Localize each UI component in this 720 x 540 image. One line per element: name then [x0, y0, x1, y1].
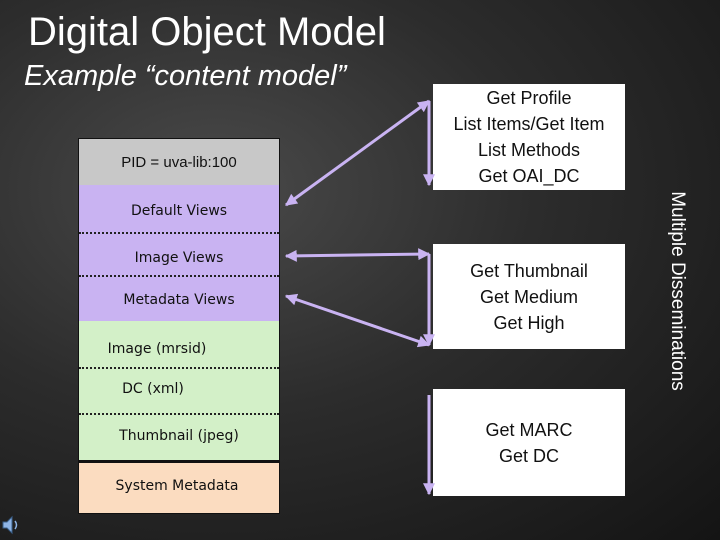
- multiple-disseminations-label: Multiple Disseminations: [667, 191, 688, 391]
- divider-line: [79, 232, 279, 234]
- system-metadata-label: System Metadata: [115, 478, 239, 494]
- divider-line: [79, 275, 279, 277]
- speaker-icon[interactable]: [0, 514, 22, 536]
- datastreams-section: [79, 321, 279, 462]
- metadata-views-label: Metadata Views: [123, 292, 235, 308]
- pid-section: [79, 139, 279, 185]
- list-methods-text: List Methods: [477, 140, 581, 160]
- digital-object-box: PID = uva-lib:100 Default Views Image Vi…: [78, 138, 280, 514]
- system-metadata-section: [79, 462, 279, 513]
- pid-label: PID = uva-lib:100: [121, 154, 237, 171]
- default-disseminations-box: Get Profile List Items/Get Item List Met…: [433, 84, 625, 190]
- dc-xml-label: DC (xml): [122, 381, 184, 397]
- views-section: [79, 185, 279, 321]
- divider-line: [79, 367, 279, 369]
- default-views-label: Default Views: [130, 203, 228, 219]
- get-high-text: Get High: [493, 312, 565, 333]
- get-medium-text: Get Medium: [479, 286, 579, 307]
- arrow-image-views: [284, 248, 431, 262]
- list-items-text: List Items/Get Item: [453, 114, 605, 134]
- metadata-disseminations-box: Get MARC Get DC: [433, 389, 625, 496]
- get-oai-dc-text: Get OAI_DC: [478, 166, 580, 186]
- image-views-label: Image Views: [134, 250, 224, 266]
- get-thumbnail-text: Get Thumbnail: [470, 260, 588, 281]
- arrow-default-views: [285, 99, 430, 207]
- get-marc-text: Get MARC: [485, 419, 573, 440]
- slide-subtitle: Example “content model”: [24, 60, 347, 92]
- get-profile-text: Get Profile: [486, 88, 572, 108]
- arrow-metadata-views: [284, 293, 431, 348]
- divider-line: [79, 460, 279, 463]
- slide-title: Digital Object Model: [28, 10, 386, 54]
- image-disseminations-box: Get Thumbnail Get Medium Get High: [433, 244, 625, 349]
- get-dc-text: Get DC: [498, 445, 559, 466]
- image-mrsid-label: Image (mrsid): [107, 341, 207, 357]
- divider-line: [79, 413, 279, 415]
- thumbnail-jpeg-label: Thumbnail (jpeg): [119, 428, 239, 444]
